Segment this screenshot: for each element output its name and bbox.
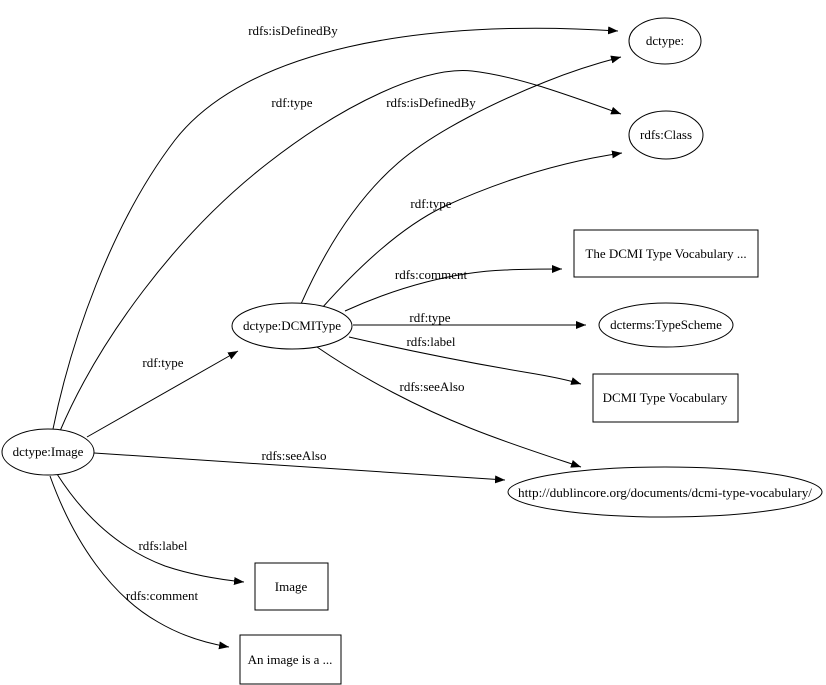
- node-dctype: dctype:: [628, 17, 702, 65]
- edge-label-isdefinedby-1: rdfs:isDefinedBy: [248, 23, 338, 38]
- node-rdfs-class: rdfs:Class: [628, 110, 704, 160]
- edge-dcmitype-isdefinedby-dctype: [300, 55, 622, 305]
- edge-label-seealso-2: rdfs:seeAlso: [262, 448, 327, 463]
- node-dcterms-typescheme: dcterms:TypeScheme: [598, 302, 734, 348]
- edges: [49, 26, 623, 650]
- edge-dcmitype-label: [348, 336, 582, 385]
- node-dctype-label: dctype:: [646, 33, 684, 48]
- node-dcterms-typescheme-label: dcterms:TypeScheme: [610, 317, 722, 332]
- node-image-label-text: Image: [275, 579, 308, 594]
- node-dctype-image-label: dctype:Image: [13, 444, 84, 459]
- edge-label-comment-1: rdfs:comment: [395, 267, 468, 282]
- edge-label-type-1: rdf:type: [271, 95, 312, 110]
- edge-label-type-3: rdf:type: [409, 310, 450, 325]
- node-dcmitype: dctype:DCMIType: [231, 302, 353, 350]
- node-image-comment-text: An image is a ...: [248, 652, 333, 667]
- edge-label-type-2: rdf:type: [410, 196, 451, 211]
- node-dcmi-url: http://dublincore.org/documents/dcmi-typ…: [507, 466, 823, 518]
- node-dctype-image: dctype:Image: [1, 428, 95, 476]
- edge-image-label: [56, 473, 245, 585]
- edge-image-isdefinedby-dctype: [52, 26, 619, 430]
- node-image-label-literal: Image: [254, 562, 329, 611]
- edge-label-label-2: rdfs:label: [138, 538, 187, 553]
- node-rdfs-class-label: rdfs:Class: [640, 127, 692, 142]
- edge-label-type-4: rdf:type: [142, 355, 183, 370]
- node-dcmitype-label: dctype:DCMIType: [243, 318, 341, 333]
- edge-image-comment: [49, 475, 230, 650]
- edge-image-type-dcmitype: [86, 350, 239, 438]
- node-dcmi-label-text: DCMI Type Vocabulary: [603, 390, 728, 405]
- edge-label-comment-2: rdfs:comment: [126, 588, 199, 603]
- edge-dcmitype-type-rdfsclass: [321, 150, 623, 309]
- node-dcmi-label-literal: DCMI Type Vocabulary: [592, 373, 739, 423]
- edge-label-isdefinedby-2: rdfs:isDefinedBy: [386, 95, 476, 110]
- node-dcmi-url-label: http://dublincore.org/documents/dcmi-typ…: [518, 485, 812, 500]
- node-image-comment-literal: An image is a ...: [239, 634, 342, 685]
- edge-label-seealso-1: rdfs:seeAlso: [400, 379, 465, 394]
- edge-dcmitype-comment: [344, 265, 563, 312]
- edge-image-type-rdfsclass: [59, 70, 622, 432]
- node-dcmi-comment-text: The DCMI Type Vocabulary ...: [585, 246, 746, 261]
- node-dcmi-comment-literal: The DCMI Type Vocabulary ...: [573, 229, 759, 278]
- edge-labels: rdfs:isDefinedBy rdf:type rdfs:isDefined…: [126, 23, 476, 603]
- edge-dcmitype-seealso: [316, 346, 582, 468]
- edge-label-label-1: rdfs:label: [406, 334, 455, 349]
- nodes: dctype: rdfs:Class The DCMI Type Vocabul…: [1, 17, 823, 685]
